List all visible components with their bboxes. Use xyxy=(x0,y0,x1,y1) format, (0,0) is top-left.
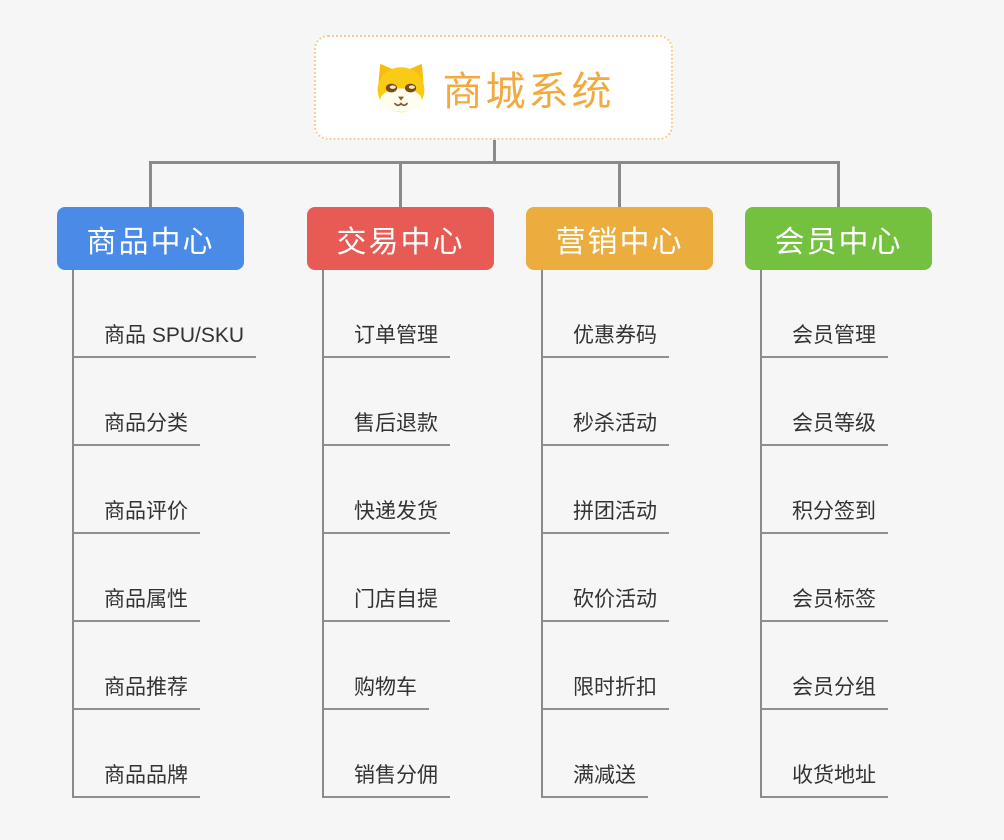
connector-branch-drop xyxy=(399,161,402,207)
leaf-node[interactable]: 商品评价 xyxy=(74,495,200,534)
leaf-row: 收货地址 xyxy=(762,710,932,798)
leaf-node[interactable]: 优惠券码 xyxy=(543,319,669,358)
leaf-node[interactable]: 商品属性 xyxy=(74,583,200,622)
branch-children: 优惠券码 秒杀活动 拼团活动 砍价活动 限时折扣 满减送 xyxy=(541,270,713,798)
leaf-node[interactable]: 拼团活动 xyxy=(543,495,669,534)
leaf-row: 购物车 xyxy=(324,622,494,710)
leaf-node[interactable]: 秒杀活动 xyxy=(543,407,669,446)
leaf-node[interactable]: 会员标签 xyxy=(762,583,888,622)
branch-header-label: 营销中心 xyxy=(555,225,684,259)
leaf-row: 秒杀活动 xyxy=(543,358,713,446)
branch-column: 营销中心 优惠券码 秒杀活动 拼团活动 砍价活动 限时折扣 满减送 xyxy=(526,161,713,798)
leaf-row: 快递发货 xyxy=(324,446,494,534)
leaf-node[interactable]: 商品分类 xyxy=(74,407,200,446)
leaf-node[interactable]: 积分签到 xyxy=(762,495,888,534)
leaf-node[interactable]: 快递发货 xyxy=(324,495,450,534)
leaf-row: 会员管理 xyxy=(762,270,932,358)
leaf-row: 售后退款 xyxy=(324,358,494,446)
leaf-row: 会员分组 xyxy=(762,622,932,710)
leaf-node[interactable]: 会员管理 xyxy=(762,319,888,358)
connector-branch-drop xyxy=(837,161,840,207)
leaf-node[interactable]: 购物车 xyxy=(324,671,429,710)
connector-root-stub xyxy=(493,140,496,164)
leaf-row: 商品推荐 xyxy=(74,622,256,710)
leaf-row: 优惠券码 xyxy=(543,270,713,358)
branch-header-label: 交易中心 xyxy=(336,225,465,259)
root-node[interactable]: 商城系统 xyxy=(314,35,673,140)
leaf-node[interactable]: 订单管理 xyxy=(324,319,450,358)
branch-children: 商品 SPU/SKU 商品分类 商品评价 商品属性 商品推荐 商品品牌 xyxy=(72,270,257,798)
leaf-row: 限时折扣 xyxy=(543,622,713,710)
leaf-node[interactable]: 门店自提 xyxy=(324,583,450,622)
leaf-row: 商品品牌 xyxy=(74,710,256,798)
connector-branch-drop xyxy=(149,161,152,207)
branch-header-label: 商品中心 xyxy=(86,225,215,259)
leaf-node[interactable]: 砍价活动 xyxy=(543,583,669,622)
branch-header-label: 会员中心 xyxy=(774,225,903,259)
leaf-row: 砍价活动 xyxy=(543,534,713,622)
leaf-node[interactable]: 商品 SPU/SKU xyxy=(74,319,257,358)
leaf-node[interactable]: 售后退款 xyxy=(324,407,450,446)
branch-column: 商品中心 商品 SPU/SKU 商品分类 商品评价 商品属性 商品推荐 商品品牌 xyxy=(57,161,257,798)
leaf-node[interactable]: 会员分组 xyxy=(762,671,888,710)
branch-children: 订单管理 售后退款 快递发货 门店自提 购物车 销售分佣 xyxy=(322,270,494,798)
leaf-row: 门店自提 xyxy=(324,534,494,622)
leaf-row: 商品分类 xyxy=(74,358,256,446)
leaf-row: 订单管理 xyxy=(324,270,494,358)
leaf-row: 会员等级 xyxy=(762,358,932,446)
leaf-row: 销售分佣 xyxy=(324,710,494,798)
branch-children: 会员管理 会员等级 积分签到 会员标签 会员分组 收货地址 xyxy=(760,270,932,798)
branch-header[interactable]: 商品中心 xyxy=(57,207,244,270)
branch-header[interactable]: 会员中心 xyxy=(745,207,932,270)
branch-header[interactable]: 交易中心 xyxy=(307,207,494,270)
leaf-node[interactable]: 商品推荐 xyxy=(74,671,200,710)
connector-branch-drop xyxy=(618,161,621,207)
leaf-node[interactable]: 收货地址 xyxy=(762,759,888,798)
leaf-node[interactable]: 销售分佣 xyxy=(324,759,450,798)
root-title: 商城系统 xyxy=(442,69,615,114)
leaf-row: 商品评价 xyxy=(74,446,256,534)
leaf-row: 拼团活动 xyxy=(543,446,713,534)
leaf-node[interactable]: 会员等级 xyxy=(762,407,888,446)
leaf-node[interactable]: 限时折扣 xyxy=(543,671,669,710)
leaf-row: 商品属性 xyxy=(74,534,256,622)
branch-column: 会员中心 会员管理 会员等级 积分签到 会员标签 会员分组 收货地址 xyxy=(745,161,932,798)
connector-horizontal-bar xyxy=(149,161,840,164)
leaf-node[interactable]: 商品品牌 xyxy=(74,759,200,798)
shiba-dog-icon xyxy=(373,62,429,114)
leaf-row: 会员标签 xyxy=(762,534,932,622)
branch-header[interactable]: 营销中心 xyxy=(526,207,713,270)
leaf-node[interactable]: 满减送 xyxy=(543,759,648,798)
leaf-row: 满减送 xyxy=(543,710,713,798)
leaf-row: 积分签到 xyxy=(762,446,932,534)
leaf-row: 商品 SPU/SKU xyxy=(74,270,257,358)
branch-column: 交易中心 订单管理 售后退款 快递发货 门店自提 购物车 销售分佣 xyxy=(307,161,494,798)
